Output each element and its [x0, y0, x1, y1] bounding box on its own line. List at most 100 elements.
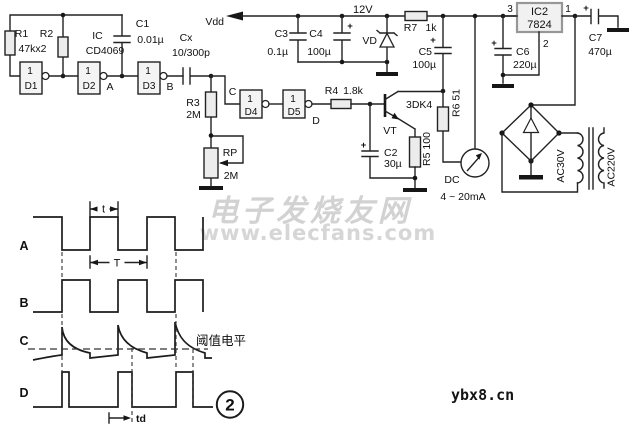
waveform-section: A B C D t T 阈值电平 td 2: [19, 201, 246, 424]
resistor-r6-symbol: [436, 106, 450, 132]
waveform-a-trace: [33, 216, 204, 251]
c5-plus-sign: +: [430, 35, 436, 46]
transformer-secondary-coil: [576, 132, 584, 184]
c4-plus-sign: +: [347, 21, 353, 32]
meter-range: 4 ~ 20mA: [440, 191, 485, 203]
delay-label: td: [136, 413, 146, 424]
resistor-r1-symbol: [4, 30, 16, 56]
inverter-d3-bubble: [159, 71, 168, 81]
c5-label: C5: [419, 46, 433, 58]
waveform-row-a-label: A: [19, 239, 28, 253]
c2-plus-sign: +: [361, 140, 367, 151]
transformer-primary-coil: [597, 127, 605, 189]
c6-label: C6: [516, 46, 530, 58]
d1-num: 1: [27, 66, 33, 77]
figure-number-circle: [215, 390, 245, 419]
meter-label: DC: [444, 174, 460, 186]
waveform-row-b-label: B: [19, 296, 28, 310]
rail-voltage-label: 12V: [353, 4, 373, 16]
corner-logo: ybx8.cn: [451, 386, 514, 404]
r7-value: 1k: [425, 22, 437, 34]
watermark-site-url: www.elecfans.com: [200, 221, 436, 245]
c4-value: 100µ: [307, 46, 331, 58]
vdd-arrow: [226, 11, 243, 21]
period-label: T: [114, 258, 121, 270]
c5-value: 100µ: [412, 59, 436, 71]
ground-vd: [376, 72, 398, 76]
resistor-r2-symbol: [57, 36, 69, 58]
ground-rp: [199, 186, 223, 190]
r4-value: 1.8k: [343, 85, 364, 97]
ic2-part: 7824: [527, 19, 551, 31]
d5-num: 1: [290, 94, 296, 105]
watermark-site-name: 电子发烧友网: [208, 194, 412, 229]
ic1-part: CD4069: [86, 45, 125, 57]
rp-wiper-arrow: [219, 159, 228, 167]
waveform-d-trace: [33, 371, 213, 408]
ground-c6: [492, 84, 514, 88]
inverter-d1-bubble: [41, 71, 50, 81]
ic2-pin2-label: 2: [543, 39, 549, 50]
cx-value: 10/300p: [172, 47, 210, 59]
c3-value: 0.1µ: [267, 46, 288, 58]
c6-plus-sign: +: [491, 38, 497, 49]
ac220v-label: AC220V: [606, 147, 618, 186]
ground-emitter: [403, 188, 427, 192]
rp-value: 2M: [224, 170, 239, 182]
watermark: 电子发烧友网 www.elecfans.com: [200, 194, 436, 245]
c3-label: C3: [275, 28, 289, 40]
vd-label: VD: [362, 35, 377, 47]
ic2-pin1-label: 1: [565, 4, 571, 15]
vd-zener-triangle: [378, 32, 396, 48]
meter-needle-arrow: [475, 153, 482, 160]
potentiometer-rp-symbol: [203, 147, 219, 179]
d3-name: D3: [143, 81, 156, 92]
inverter-d5-bubble: [304, 99, 313, 109]
d2-num: 1: [85, 66, 91, 77]
ic2-ref: IC2: [531, 6, 548, 18]
ic2-regulator-symbol: [515, 1, 564, 34]
d1-name: D1: [25, 81, 38, 92]
cx-label: Cx: [180, 32, 194, 44]
r4-label: R4: [325, 85, 339, 97]
resistor-r3-symbol: [204, 91, 218, 118]
node-b-label: B: [166, 81, 173, 93]
c1-value: 0.01µ: [137, 34, 164, 46]
d4-num: 1: [247, 94, 253, 105]
r6-label: R6 51: [451, 89, 463, 117]
rp-label: RP: [223, 147, 238, 159]
oscillator-section: R1 R2 47kx2 C1 0.01µ IC CD4069 1 D1 1 D2…: [4, 12, 332, 190]
pulse-width-label: t: [102, 204, 105, 216]
d2-name: D2: [83, 81, 96, 92]
c1-label: C1: [136, 18, 150, 30]
c4-label: C4: [309, 28, 323, 40]
r1r2-value: 47kx2: [18, 43, 46, 55]
ground-bridge: [519, 175, 543, 180]
resistor-r4-symbol: [330, 98, 352, 110]
d5-name: D5: [288, 107, 301, 118]
resistor-r7-symbol: [404, 10, 428, 22]
c7-label: C7: [589, 32, 603, 44]
driver-section: R4 1.8k 3DK4 VT + C2 30µ R5 100 R6 51: [325, 85, 463, 192]
ground-c7: [607, 28, 629, 32]
waveform-row-d-label: D: [19, 386, 28, 400]
vt-ref-label: VT: [383, 125, 397, 137]
resistor-r5-symbol: [408, 136, 422, 168]
c7-value: 470µ: [588, 46, 612, 58]
node-a-label: A: [106, 81, 113, 93]
r7-label: R7: [404, 22, 418, 34]
ic2-pin3-label: 3: [507, 4, 513, 15]
waveform-b-trace: [33, 279, 204, 313]
vt-part-label: 3DK4: [406, 99, 432, 111]
ac30v-label: AC30V: [555, 149, 567, 182]
ic1-ref: IC: [92, 30, 103, 42]
node-d-label: D: [312, 115, 320, 127]
vt-emitter-arrow: [391, 112, 399, 120]
transformer-core: [588, 127, 594, 190]
rectifier-transformer-section: AC30V AC220V: [499, 15, 618, 193]
threshold-label: 阈值电平: [196, 333, 246, 348]
inverter-d2-bubble: [99, 71, 108, 81]
d3-num: 1: [145, 66, 151, 77]
